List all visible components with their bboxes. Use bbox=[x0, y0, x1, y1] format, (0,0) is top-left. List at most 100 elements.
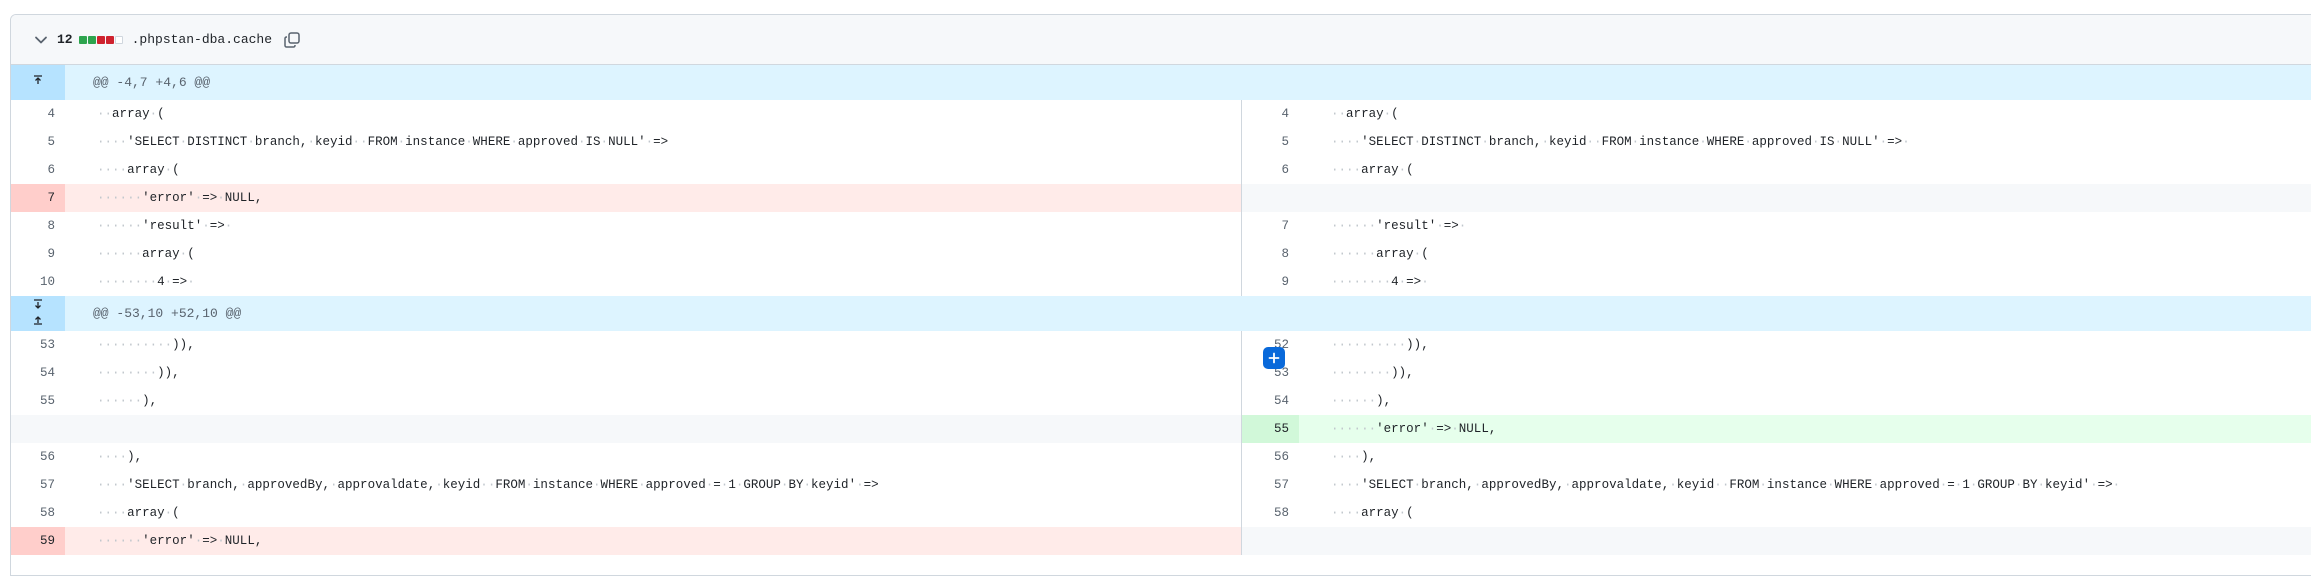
old-line-number[interactable] bbox=[11, 415, 65, 443]
diffstat-neutral-square bbox=[114, 35, 123, 44]
old-line-code: ····), bbox=[97, 450, 143, 464]
new-line-code: ······array·( bbox=[1331, 247, 1429, 261]
old-line-number[interactable]: 5 bbox=[47, 135, 55, 149]
whitespace-marker: · bbox=[1331, 135, 1339, 149]
new-line-number[interactable]: 5 bbox=[1281, 135, 1289, 149]
chevron-down-icon[interactable] bbox=[33, 32, 49, 48]
whitespace-marker: · bbox=[1346, 450, 1354, 464]
new-line-number[interactable] bbox=[1242, 184, 1299, 212]
whitespace-marker: · bbox=[97, 107, 105, 121]
old-line-code: ······'error'·=>·NULL, bbox=[65, 527, 1241, 555]
expand-up-icon bbox=[32, 74, 44, 91]
left-side: 53··········)), bbox=[11, 331, 1241, 359]
whitespace-marker: · bbox=[119, 366, 128, 380]
new-line-number[interactable] bbox=[1242, 527, 1299, 555]
whitespace-marker: · bbox=[307, 135, 315, 149]
whitespace-marker: · bbox=[1361, 394, 1369, 408]
new-line-number[interactable]: 54 bbox=[1273, 394, 1289, 408]
whitespace-marker: · bbox=[119, 394, 128, 408]
new-line-code: ····), bbox=[1331, 450, 1377, 464]
old-line-number[interactable]: 8 bbox=[47, 219, 55, 233]
whitespace-marker: · bbox=[1563, 478, 1572, 492]
whitespace-marker: · bbox=[1398, 275, 1407, 289]
old-line-number[interactable]: 10 bbox=[39, 275, 55, 289]
left-side: 10········4·=>· bbox=[11, 268, 1241, 296]
diff-file: 12 .phpstan-dba.cache @@ -4,7 +4,6 @@ 4·… bbox=[10, 14, 2311, 576]
old-line-number[interactable]: 7 bbox=[11, 184, 65, 212]
new-line-number[interactable]: 53 bbox=[1273, 366, 1289, 380]
left-side: 54········)), bbox=[11, 359, 1241, 387]
copy-icon[interactable] bbox=[282, 30, 302, 50]
old-line-number[interactable]: 57 bbox=[39, 478, 55, 492]
expand-up-icon bbox=[32, 314, 44, 329]
whitespace-marker: · bbox=[1368, 394, 1377, 408]
whitespace-marker: · bbox=[1834, 135, 1843, 149]
whitespace-marker: · bbox=[1331, 219, 1339, 233]
whitespace-marker: · bbox=[2014, 478, 2023, 492]
new-line-number[interactable]: 9 bbox=[1281, 275, 1289, 289]
whitespace-marker: · bbox=[104, 478, 113, 492]
new-line-code bbox=[1299, 527, 2311, 555]
whitespace-marker: · bbox=[1368, 247, 1377, 261]
diff-table: @@ -4,7 +4,6 @@ 4··array·(4··array·(5···… bbox=[11, 65, 2311, 555]
new-line-number[interactable]: 55 bbox=[1242, 415, 1299, 443]
old-line-number[interactable]: 56 bbox=[39, 450, 55, 464]
whitespace-marker: · bbox=[2037, 478, 2045, 492]
whitespace-marker: · bbox=[119, 275, 128, 289]
whitespace-marker: · bbox=[1346, 506, 1354, 520]
add-comment-button[interactable] bbox=[1263, 347, 1285, 369]
whitespace-marker: · bbox=[1391, 338, 1399, 352]
whitespace-marker: · bbox=[1338, 394, 1347, 408]
old-line-number[interactable]: 55 bbox=[39, 394, 55, 408]
new-line-number[interactable]: 7 bbox=[1281, 219, 1289, 233]
new-line-number[interactable]: 4 bbox=[1281, 107, 1289, 121]
old-line-number[interactable]: 9 bbox=[47, 247, 55, 261]
whitespace-marker: · bbox=[397, 135, 406, 149]
diff-row: 58····array·(58····array·( bbox=[11, 499, 2311, 527]
whitespace-marker: · bbox=[360, 135, 368, 149]
new-line-number[interactable]: 8 bbox=[1281, 247, 1289, 261]
whitespace-marker: · bbox=[1413, 478, 1422, 492]
whitespace-marker: · bbox=[112, 506, 120, 520]
diff-row: 7······'error'·=>·NULL, bbox=[11, 184, 2311, 212]
diff-row: 5 ····'SELECT·DISTINCT·branch,·keyid··FRO… bbox=[11, 128, 2311, 156]
right-side: 8 ······array·( bbox=[1241, 240, 2311, 268]
whitespace-marker: · bbox=[1714, 478, 1722, 492]
whitespace-marker: · bbox=[1353, 275, 1362, 289]
whitespace-marker: · bbox=[127, 275, 135, 289]
expand-button[interactable] bbox=[11, 65, 65, 100]
old-line-number[interactable]: 4 bbox=[47, 107, 55, 121]
whitespace-marker: · bbox=[127, 247, 135, 261]
whitespace-marker: · bbox=[593, 478, 601, 492]
whitespace-marker: · bbox=[1331, 450, 1339, 464]
whitespace-marker: · bbox=[1338, 163, 1347, 177]
whitespace-marker: · bbox=[149, 366, 158, 380]
new-line-number[interactable]: 6 bbox=[1281, 163, 1289, 177]
whitespace-marker: · bbox=[1331, 163, 1339, 177]
new-line-number[interactable]: 57 bbox=[1273, 478, 1289, 492]
whitespace-marker: · bbox=[1721, 478, 1730, 492]
whitespace-marker: · bbox=[134, 366, 143, 380]
whitespace-marker: · bbox=[119, 219, 128, 233]
new-line-number[interactable]: 56 bbox=[1273, 450, 1289, 464]
old-line-number[interactable]: 6 bbox=[47, 163, 55, 177]
whitespace-marker: · bbox=[720, 478, 729, 492]
old-line-code: ····'SELECT·DISTINCT·branch,·keyid··FROM… bbox=[97, 135, 669, 149]
whitespace-marker: · bbox=[164, 338, 173, 352]
old-line-number[interactable]: 54 bbox=[39, 366, 55, 380]
old-line-number[interactable]: 58 bbox=[39, 506, 55, 520]
diffstat-added-square bbox=[78, 35, 87, 44]
old-line-number[interactable]: 59 bbox=[11, 527, 65, 555]
whitespace-marker: · bbox=[352, 135, 361, 149]
whitespace-marker: · bbox=[1631, 135, 1640, 149]
file-name[interactable]: .phpstan-dba.cache bbox=[131, 32, 273, 47]
whitespace-marker: · bbox=[224, 219, 233, 233]
new-line-code: ······), bbox=[1331, 394, 1392, 408]
whitespace-marker: · bbox=[1346, 366, 1354, 380]
whitespace-marker: · bbox=[1346, 478, 1354, 492]
expand-button[interactable] bbox=[11, 296, 65, 331]
whitespace-marker: · bbox=[1353, 506, 1362, 520]
old-line-number[interactable]: 53 bbox=[39, 338, 55, 352]
new-line-number[interactable]: 58 bbox=[1273, 506, 1289, 520]
whitespace-marker: · bbox=[1338, 275, 1347, 289]
